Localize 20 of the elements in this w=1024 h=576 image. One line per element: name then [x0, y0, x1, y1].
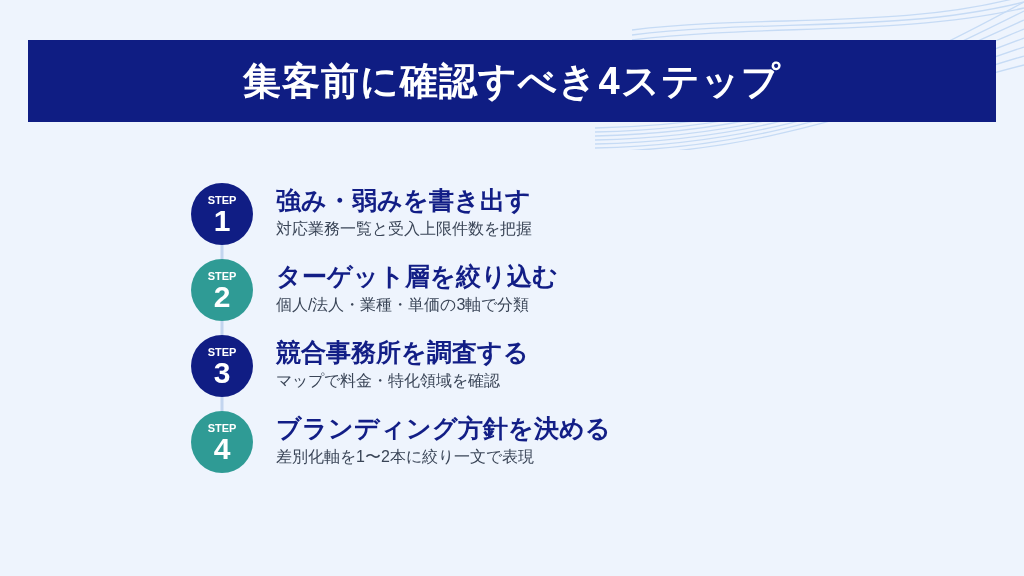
step-heading: ブランディング方針を決める	[276, 413, 611, 444]
step-description: 差別化軸を1〜2本に絞り一文で表現	[276, 447, 535, 467]
step-description: 対応業務一覧と受入上限件数を把握	[276, 219, 532, 239]
step-label: STEP	[207, 346, 237, 358]
step-label: STEP	[207, 422, 237, 434]
title: 集客前に確認すべき4ステップ	[243, 62, 781, 100]
step-heading: 強み・弱みを書き出す	[276, 185, 532, 216]
step-number: 2	[213, 281, 231, 312]
step-heading: ターゲット層を絞り込む	[276, 261, 558, 292]
connector-line	[220, 397, 224, 411]
step-label: STEP	[207, 270, 237, 282]
step-description: マップで料金・特化領域を確認	[276, 371, 501, 391]
step-number: 1	[213, 205, 231, 236]
connector-line	[220, 321, 224, 335]
step-number: 4	[213, 433, 231, 464]
step-label: STEP	[207, 194, 237, 206]
step-description: 個人/法人・業種・単価の3軸で分類	[276, 295, 531, 315]
step-heading: 競合事務所を調査する	[276, 337, 529, 368]
step-number: 3	[213, 357, 231, 388]
connector-line	[220, 245, 224, 259]
